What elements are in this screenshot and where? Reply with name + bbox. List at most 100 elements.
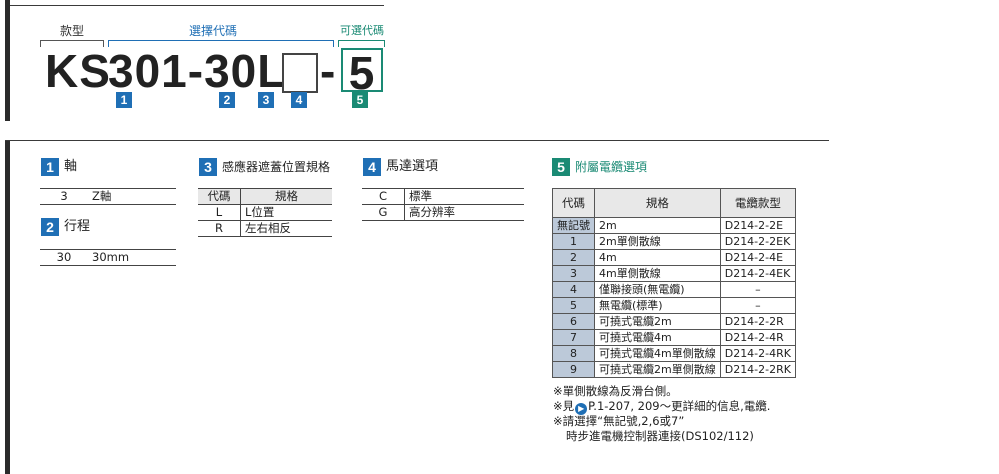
sensor-cover-table: 代碼 規格 L L位置 R 左右相反 bbox=[198, 188, 332, 237]
cable-model-cell: D214-2-4E bbox=[719, 249, 796, 266]
optional-bracket bbox=[338, 40, 385, 47]
cable-model-cell: D214-2-4RK bbox=[719, 345, 796, 362]
code-cell: R bbox=[198, 220, 241, 237]
table-row: R 左右相反 bbox=[198, 220, 332, 237]
model-code-main: 301-30L bbox=[108, 45, 287, 97]
spec-cell: 可撓式電纜2m單側散線 bbox=[594, 361, 721, 378]
spec-cell: L位置 bbox=[240, 204, 332, 221]
stroke-table: 30 30mm bbox=[40, 249, 176, 266]
model-bracket bbox=[40, 40, 104, 47]
spec-cell: 標準 bbox=[404, 188, 524, 205]
left-accent-bar-top bbox=[5, 0, 10, 121]
table-header-row: 代碼 規格 bbox=[198, 188, 332, 205]
code-cell: 2 bbox=[552, 249, 595, 266]
section-2-title: 行程 bbox=[64, 219, 91, 234]
section-3-number: 3 bbox=[199, 158, 217, 176]
middle-divider bbox=[5, 140, 829, 141]
spec-cell: Z軸 bbox=[88, 188, 176, 205]
model-label: 款型 bbox=[60, 24, 85, 38]
optional-code-box: 5 bbox=[341, 48, 383, 96]
motor-option-table: C 標準 G 高分辨率 bbox=[362, 188, 524, 221]
select-code-label: 選擇代碼 bbox=[189, 24, 238, 38]
spec-cell: 僅聯接頭(無電纜) bbox=[594, 281, 721, 298]
code-cell: 6 bbox=[552, 313, 595, 330]
code-cell: 9 bbox=[552, 361, 595, 378]
code-cell: 4 bbox=[552, 281, 595, 298]
spec-cell: 無電纜(標準) bbox=[594, 297, 721, 314]
header-spec: 規格 bbox=[240, 188, 332, 205]
table-row: 3 Z軸 bbox=[40, 188, 176, 205]
code-cell: 8 bbox=[552, 345, 595, 362]
header-code: 代碼 bbox=[198, 188, 241, 205]
select-bracket bbox=[108, 40, 334, 47]
spec-cell: 4m單側散線 bbox=[594, 265, 721, 282]
section-1-title: 軸 bbox=[64, 159, 78, 174]
cable-model-cell: – bbox=[719, 297, 796, 314]
code-cell: 3 bbox=[552, 265, 595, 282]
page-ref-arrow-icon: ▶ bbox=[575, 403, 588, 415]
badge-2: 2 bbox=[219, 92, 235, 108]
note-2-text: P.1-207, 209〜更詳細的信息,電纜. bbox=[588, 399, 771, 413]
header-spec: 規格 bbox=[594, 188, 721, 218]
table-row: 30 30mm bbox=[40, 249, 176, 266]
note-1: ※單側散線為反滑台側。 bbox=[553, 384, 678, 398]
code-cell: 5 bbox=[552, 297, 595, 314]
spec-cell: 2m bbox=[594, 217, 721, 234]
section-2-number: 2 bbox=[41, 218, 59, 236]
code-cell: L bbox=[198, 204, 241, 221]
spec-cell: 4m bbox=[594, 249, 721, 266]
optional-code-label: 可選代碼 bbox=[340, 24, 384, 37]
model-dash: - bbox=[320, 45, 337, 97]
blank-code-box bbox=[282, 53, 318, 93]
cable-model-cell: D214-2-2E bbox=[719, 217, 796, 234]
table-row: G 高分辨率 bbox=[362, 204, 524, 221]
section-5-title: 附屬電纜選項 bbox=[575, 160, 648, 174]
section-4-number: 4 bbox=[363, 158, 381, 176]
axis-table: 3 Z軸 bbox=[40, 188, 176, 205]
model-prefix: KS bbox=[45, 45, 111, 97]
spec-cell: 高分辨率 bbox=[404, 204, 524, 221]
code-cell: 30 bbox=[40, 249, 88, 266]
top-divider bbox=[10, 5, 384, 6]
note-3: ※請選擇“無記號,2,6或7” bbox=[553, 414, 685, 428]
cable-model-cell: D214-2-2EK bbox=[719, 233, 796, 250]
left-accent-bar-bottom bbox=[5, 140, 10, 474]
cable-model-cell: D214-2-2RK bbox=[719, 361, 796, 378]
cable-model-cell: D214-2-2R bbox=[719, 313, 796, 330]
section-3-title: 感應器遮蓋位置規格 bbox=[222, 160, 331, 174]
code-cell: 1 bbox=[552, 233, 595, 250]
note-4: 時步進電機控制器連接(DS102/112) bbox=[566, 429, 754, 443]
table-header-row: 代碼 規格 電纜款型 bbox=[552, 188, 796, 218]
badge-3: 3 bbox=[258, 92, 274, 108]
badge-5: 5 bbox=[352, 92, 368, 108]
table-row: C 標準 bbox=[362, 188, 524, 205]
cable-model-cell: D214-2-4EK bbox=[719, 265, 796, 282]
spec-cell: 2m單側散線 bbox=[594, 233, 721, 250]
header-code: 代碼 bbox=[552, 188, 595, 218]
spec-cell: 可撓式電纜4m單側散線 bbox=[594, 345, 721, 362]
note-2: ※見▶P.1-207, 209〜更詳細的信息,電纜. bbox=[553, 399, 770, 415]
spec-cell: 左右相反 bbox=[240, 220, 332, 237]
section-4-title: 馬達選項 bbox=[386, 159, 439, 174]
code-cell: 無記號 bbox=[552, 217, 595, 234]
code-cell: 7 bbox=[552, 329, 595, 346]
note-2-prefix: ※見 bbox=[553, 399, 575, 413]
code-cell: 3 bbox=[40, 188, 88, 205]
spec-cell: 30mm bbox=[88, 249, 176, 266]
code-cell: C bbox=[362, 188, 405, 205]
code-cell: G bbox=[362, 204, 405, 221]
table-row: L L位置 bbox=[198, 204, 332, 221]
spec-cell: 可撓式電纜4m bbox=[594, 329, 721, 346]
header-cable-model: 電纜款型 bbox=[719, 188, 796, 218]
